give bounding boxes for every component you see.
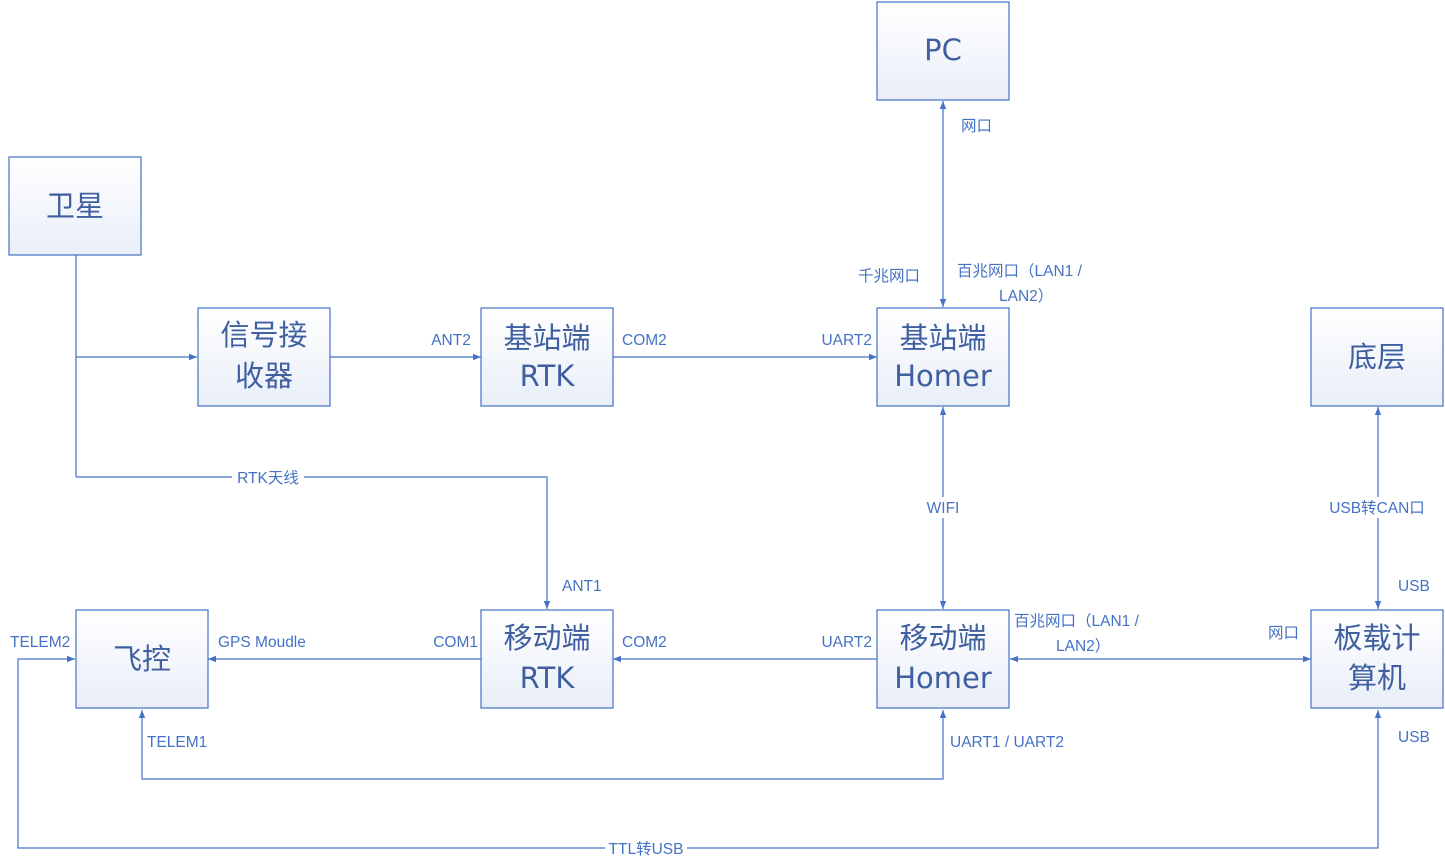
- node-base-rtk: 基站端 RTK: [480, 307, 614, 407]
- label-base-rtk-com2: COM2: [622, 332, 667, 349]
- label-mobile-rtk-com2: COM2: [622, 634, 667, 651]
- node-base-rtk-label-line2: RTK: [520, 359, 576, 393]
- node-bottom-layer-label: 底层: [1348, 340, 1406, 374]
- label-rtk-antenna: RTK天线: [237, 469, 299, 487]
- node-bottom-layer: 底层: [1310, 307, 1444, 407]
- label-base-lan-line1: 百兆网口（LAN1 /: [957, 262, 1083, 280]
- node-mobile-homer-label-line1: 移动端: [899, 621, 986, 655]
- label-usb-lower: USB: [1398, 729, 1430, 746]
- label-telem1: TELEM1: [147, 734, 207, 751]
- label-ant1: ANT1: [562, 578, 602, 595]
- label-com1: COM1: [433, 634, 478, 651]
- edge-labels: ANT2 COM2 UART2 网口 千兆网口 百兆网口（LAN1 / LAN2…: [10, 118, 1430, 858]
- label-base-lan-line2: LAN2）: [999, 288, 1053, 305]
- label-uart12: UART1 / UART2: [950, 734, 1064, 751]
- node-onboard-computer: 板载计 算机: [1310, 609, 1444, 709]
- node-mobile-homer-label-line2: Homer: [894, 661, 992, 695]
- node-receiver: 信号接 收器: [197, 307, 331, 407]
- node-mobile-rtk-label-line1: 移动端: [503, 621, 590, 655]
- node-flight-ctrl-label: 飞控: [113, 642, 171, 676]
- label-mobile-lan-line2: LAN2）: [1056, 638, 1110, 655]
- edge-telem1-uart: [138, 710, 947, 780]
- label-wifi: WIFI: [927, 500, 960, 517]
- label-mobile-homer-uart2: UART2: [821, 634, 872, 651]
- label-usb-upper: USB: [1398, 578, 1430, 595]
- node-onboard-computer-label-line1: 板载计: [1333, 621, 1420, 655]
- label-onboard-port: 网口: [1268, 625, 1299, 642]
- edge-ttl-usb: [17, 655, 1382, 849]
- node-satellite-label: 卫星: [46, 189, 104, 223]
- node-pc-label: PC: [924, 33, 962, 67]
- node-flight-ctrl: 飞控: [75, 609, 209, 709]
- label-base-homer-uart2: UART2: [821, 332, 872, 349]
- label-gigabit-port: 千兆网口: [858, 267, 920, 285]
- edge-rtk-antenna-to-mobile-rtk: [76, 476, 551, 609]
- node-base-homer-label-line2: Homer: [894, 359, 992, 393]
- node-mobile-rtk: 移动端 RTK: [480, 609, 614, 709]
- label-ttl-usb: TTL转USB: [609, 840, 684, 858]
- label-mobile-lan-line1: 百兆网口（LAN1 /: [1014, 612, 1140, 630]
- node-base-rtk-label-line1: 基站端: [503, 321, 590, 355]
- node-satellite: 卫星: [8, 156, 142, 256]
- label-pc-port: 网口: [961, 118, 992, 135]
- label-ant2: ANT2: [431, 332, 471, 349]
- node-base-homer-label-line1: 基站端: [899, 321, 986, 355]
- connectors: [17, 101, 1382, 849]
- node-pc: PC: [876, 1, 1010, 101]
- label-usb-can: USB转CAN口: [1329, 499, 1425, 517]
- node-onboard-computer-label-line2: 算机: [1348, 661, 1406, 695]
- node-base-homer: 基站端 Homer: [876, 307, 1010, 407]
- label-telem2: TELEM2: [10, 634, 70, 651]
- label-gps-module: GPS Moudle: [218, 634, 306, 651]
- node-receiver-label-line2: 收器: [235, 359, 293, 393]
- node-mobile-rtk-label-line2: RTK: [520, 661, 576, 695]
- node-mobile-homer: 移动端 Homer: [876, 609, 1010, 709]
- node-receiver-label-line1: 信号接: [220, 318, 307, 352]
